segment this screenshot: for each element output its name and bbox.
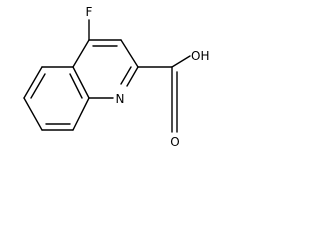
hydroxyl-label: OH [191, 49, 209, 63]
double-bond-c5-c6-inner [30, 73, 46, 99]
quinoline-carboxylic-acid-structure: F N OH O [23, 5, 209, 149]
bond-c4a-c4 [72, 39, 90, 68]
bond-c8a-c4a [72, 66, 90, 99]
double-bond-c2-n1-inner [120, 66, 132, 85]
double-bond-c8a-c4a-inner [69, 73, 83, 99]
fluorine-label: F [86, 5, 93, 19]
nitrogen-label: N [116, 92, 125, 106]
bond-c2-n1 [126, 66, 139, 87]
bond-c3-c2 [120, 39, 139, 68]
bond-c6-c7 [23, 97, 43, 131]
carbonyl-oxygen-label: O [170, 135, 179, 149]
molecule-diagram: F N OH O [23, 5, 209, 149]
bond-c8-c8a [72, 97, 90, 131]
bond-c5-c6 [23, 66, 43, 99]
bond-ccooh-oh [171, 55, 191, 68]
